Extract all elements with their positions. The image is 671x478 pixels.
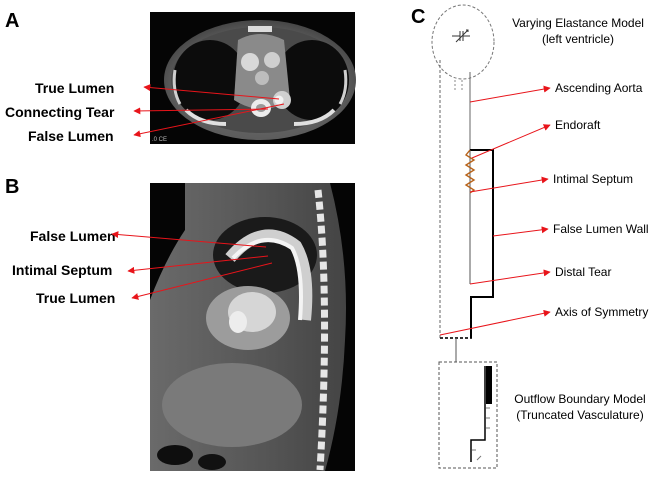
arrow-b-true-lumen xyxy=(131,262,273,300)
panel-b: B False Lumen Intimal Septum True Lumen xyxy=(5,176,355,471)
label-a-true-lumen: True Lumen xyxy=(35,80,114,96)
label-b-intimal-septum: Intimal Septum xyxy=(12,262,112,278)
model-title-line2: (left ventricle) xyxy=(542,32,614,46)
arrow-a-connecting-tear xyxy=(133,107,269,115)
ct-sagittal-scan xyxy=(150,183,346,471)
arrow-c-intimal-septum xyxy=(469,176,549,193)
label-c-endoraft: Endoraft xyxy=(555,118,601,132)
panel-b-letter: B xyxy=(5,176,19,198)
endograft-spring xyxy=(464,149,476,194)
label-c-false-lumen-wall: False Lumen Wall xyxy=(553,222,649,236)
label-b-true-lumen: True Lumen xyxy=(36,290,115,306)
arrow-a-true-lumen xyxy=(143,84,280,100)
outflow-title-line1: Outflow Boundary Model xyxy=(514,392,645,406)
arrow-c-ascending-aorta xyxy=(469,85,551,103)
label-c-distal-tear: Distal Tear xyxy=(555,265,611,279)
panel-c: C Varying Elastance Model (left ventricl… xyxy=(411,4,649,469)
arrow-c-axis-of-symmetry xyxy=(439,309,551,336)
panel-c-letter: C xyxy=(411,6,425,28)
panel-a: A .0 CE True Lumen xyxy=(5,10,356,144)
false-lumen-wall xyxy=(470,149,494,338)
outflow-hatching xyxy=(472,407,490,461)
label-c-ascending-aorta: Ascending Aorta xyxy=(555,81,643,95)
label-c-intimal-septum: Intimal Septum xyxy=(553,172,633,186)
ct-axial-scan xyxy=(164,20,356,140)
capacitor-icon xyxy=(452,29,470,43)
arrow-b-intimal-septum xyxy=(127,255,269,274)
label-b-false-lumen: False Lumen xyxy=(30,228,116,244)
arrow-c-distal-tear xyxy=(469,269,551,285)
outflow-title-line2: (Truncated Vasculature) xyxy=(516,408,643,422)
model-title-line1: Varying Elastance Model xyxy=(512,16,644,30)
outflow-wall xyxy=(470,366,486,462)
outflow-thick-segment xyxy=(486,366,492,404)
panel-a-letter: A xyxy=(5,10,19,32)
arrow-b-false-lumen xyxy=(111,231,267,248)
arrow-c-false-lumen-wall xyxy=(492,226,549,237)
label-a-connecting-tear: Connecting Tear xyxy=(5,104,115,120)
arrow-c-endoraft xyxy=(471,124,551,159)
label-a-false-lumen: False Lumen xyxy=(28,128,114,144)
ventricle-ellipse xyxy=(431,4,495,80)
arrow-a-false-lumen xyxy=(133,103,285,138)
label-c-axis-of-symmetry: Axis of Symmetry xyxy=(555,305,648,319)
scan-caption: .0 CE xyxy=(152,137,167,143)
